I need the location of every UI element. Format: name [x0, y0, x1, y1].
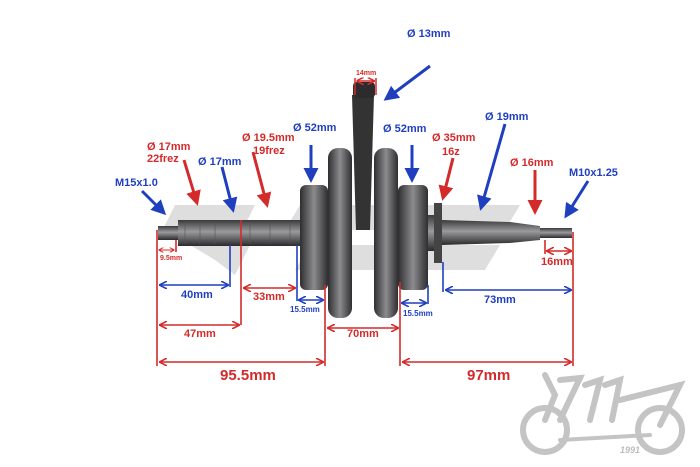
left-spline2-teeth-label: 19frez [253, 145, 285, 157]
small-end [353, 82, 375, 98]
right-flywheel [374, 148, 398, 318]
right-tip-diameter-label: Ø 16mm [510, 157, 554, 169]
brand-logo: 1991 [520, 372, 686, 455]
sprocket-diameter-label: Ø 35mm [432, 132, 476, 144]
sprocket [434, 203, 442, 263]
left-spline1-diameter-label: Ø 17mm [147, 141, 191, 153]
right-shaft-diameter-label: Ø 19mm [485, 111, 529, 123]
sprocket-teeth-label: 16z [442, 146, 460, 158]
right-bearing [398, 185, 428, 290]
dim-70: 70mm [347, 328, 379, 340]
dim-16: 16mm [541, 256, 573, 268]
small-end-diameter-label: Ø 13mm [407, 28, 451, 40]
left-flywheel [328, 148, 352, 318]
left-spline1-teeth-label: 22frez [147, 153, 179, 165]
dimension-lines [156, 220, 574, 366]
left-spline2-diameter-label: Ø 19.5mm [242, 132, 295, 144]
pointer-arrows [140, 64, 590, 219]
dim-97: 97mm [467, 367, 510, 384]
dim-33: 33mm [253, 291, 285, 303]
small-end-width-label: 14mm [356, 70, 376, 77]
left-thread-label: M15x1.0 [115, 177, 158, 189]
logo-year: 1991 [620, 445, 640, 455]
dim-47: 47mm [184, 328, 216, 340]
dim-left-thread: 9.5mm [160, 255, 182, 262]
right-bearing-diameter-label: Ø 52mm [383, 123, 427, 135]
dim-73: 73mm [484, 294, 516, 306]
dim-left-bearing-width: 15.5mm [290, 305, 320, 314]
left-bearing [300, 185, 328, 290]
left-bearing-diameter-label: Ø 52mm [293, 122, 337, 134]
dim-right-bearing-width: 15.5mm [403, 309, 433, 318]
dim-40: 40mm [181, 289, 213, 301]
connecting-rod [352, 95, 374, 230]
crankshaft [158, 82, 572, 318]
right-thread-label: M10x1.25 [569, 167, 618, 179]
left-plain-diameter-label: Ø 17mm [198, 156, 242, 168]
dim-95-5: 95.5mm [220, 367, 276, 384]
